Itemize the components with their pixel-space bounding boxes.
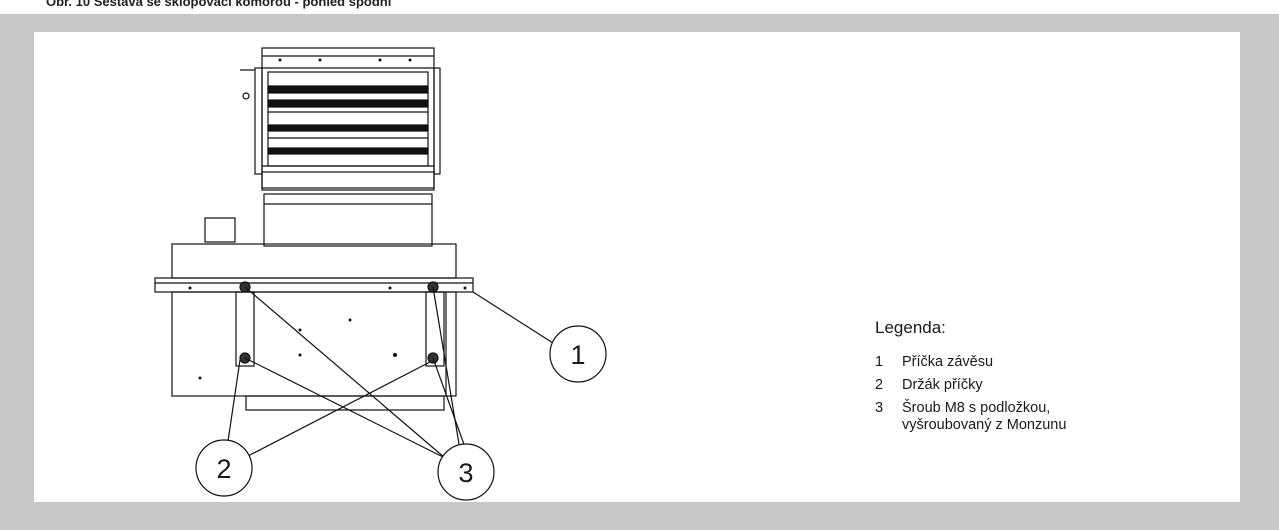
leader-3 (432, 357, 467, 451)
legend-item-number: 1 (875, 354, 884, 370)
legend-item-number: 2 (875, 377, 884, 393)
bottom-plate (245, 395, 445, 411)
legend: Legenda: 1 Příčka závěsu 2 Držák příčky … (875, 318, 1092, 440)
legend-item: 2 Držák příčky (875, 377, 1092, 394)
connector-box (204, 217, 236, 243)
vent-slat (267, 124, 429, 132)
middle-column (263, 193, 433, 247)
legend-item-text: Příčka závěsu (902, 354, 994, 370)
legend-title: Legenda: (875, 318, 946, 337)
legend-item-text: Šroub M8 s podložkou, vyšroubovaný z Mon… (902, 400, 1067, 433)
leader-3 (244, 357, 446, 459)
leader-3 (244, 286, 446, 459)
vent-housing (261, 47, 435, 189)
vent-slat (267, 147, 429, 155)
vent-slat (267, 85, 429, 94)
legend-item: 3 Šroub M8 s podložkou, vyšroubovaný z M… (875, 400, 1092, 434)
callout-label-2: 2 (216, 454, 231, 484)
legend-item-text: Držák příčky (902, 377, 983, 393)
callout-label-1: 1 (570, 340, 585, 370)
leader-2 (226, 359, 241, 449)
leader-2 (247, 361, 431, 457)
figure-caption: Obr. 10 Sestava se sklopovací komorou - … (46, 0, 392, 9)
figure-panel (34, 32, 1240, 502)
callout-circle-2 (195, 439, 253, 497)
main-body-bottom (171, 291, 457, 397)
leader-1 (472, 291, 554, 344)
callout-circle-3 (437, 443, 495, 501)
leader-3 (432, 286, 461, 451)
callout-circle-1 (549, 325, 607, 383)
main-body-top (171, 243, 457, 279)
callout-label-3: 3 (458, 458, 473, 488)
legend-item: 1 Příčka závěsu (875, 354, 1092, 371)
crossbar (154, 277, 474, 293)
legend-item-number: 3 (875, 400, 884, 416)
vent-slat (267, 99, 429, 108)
